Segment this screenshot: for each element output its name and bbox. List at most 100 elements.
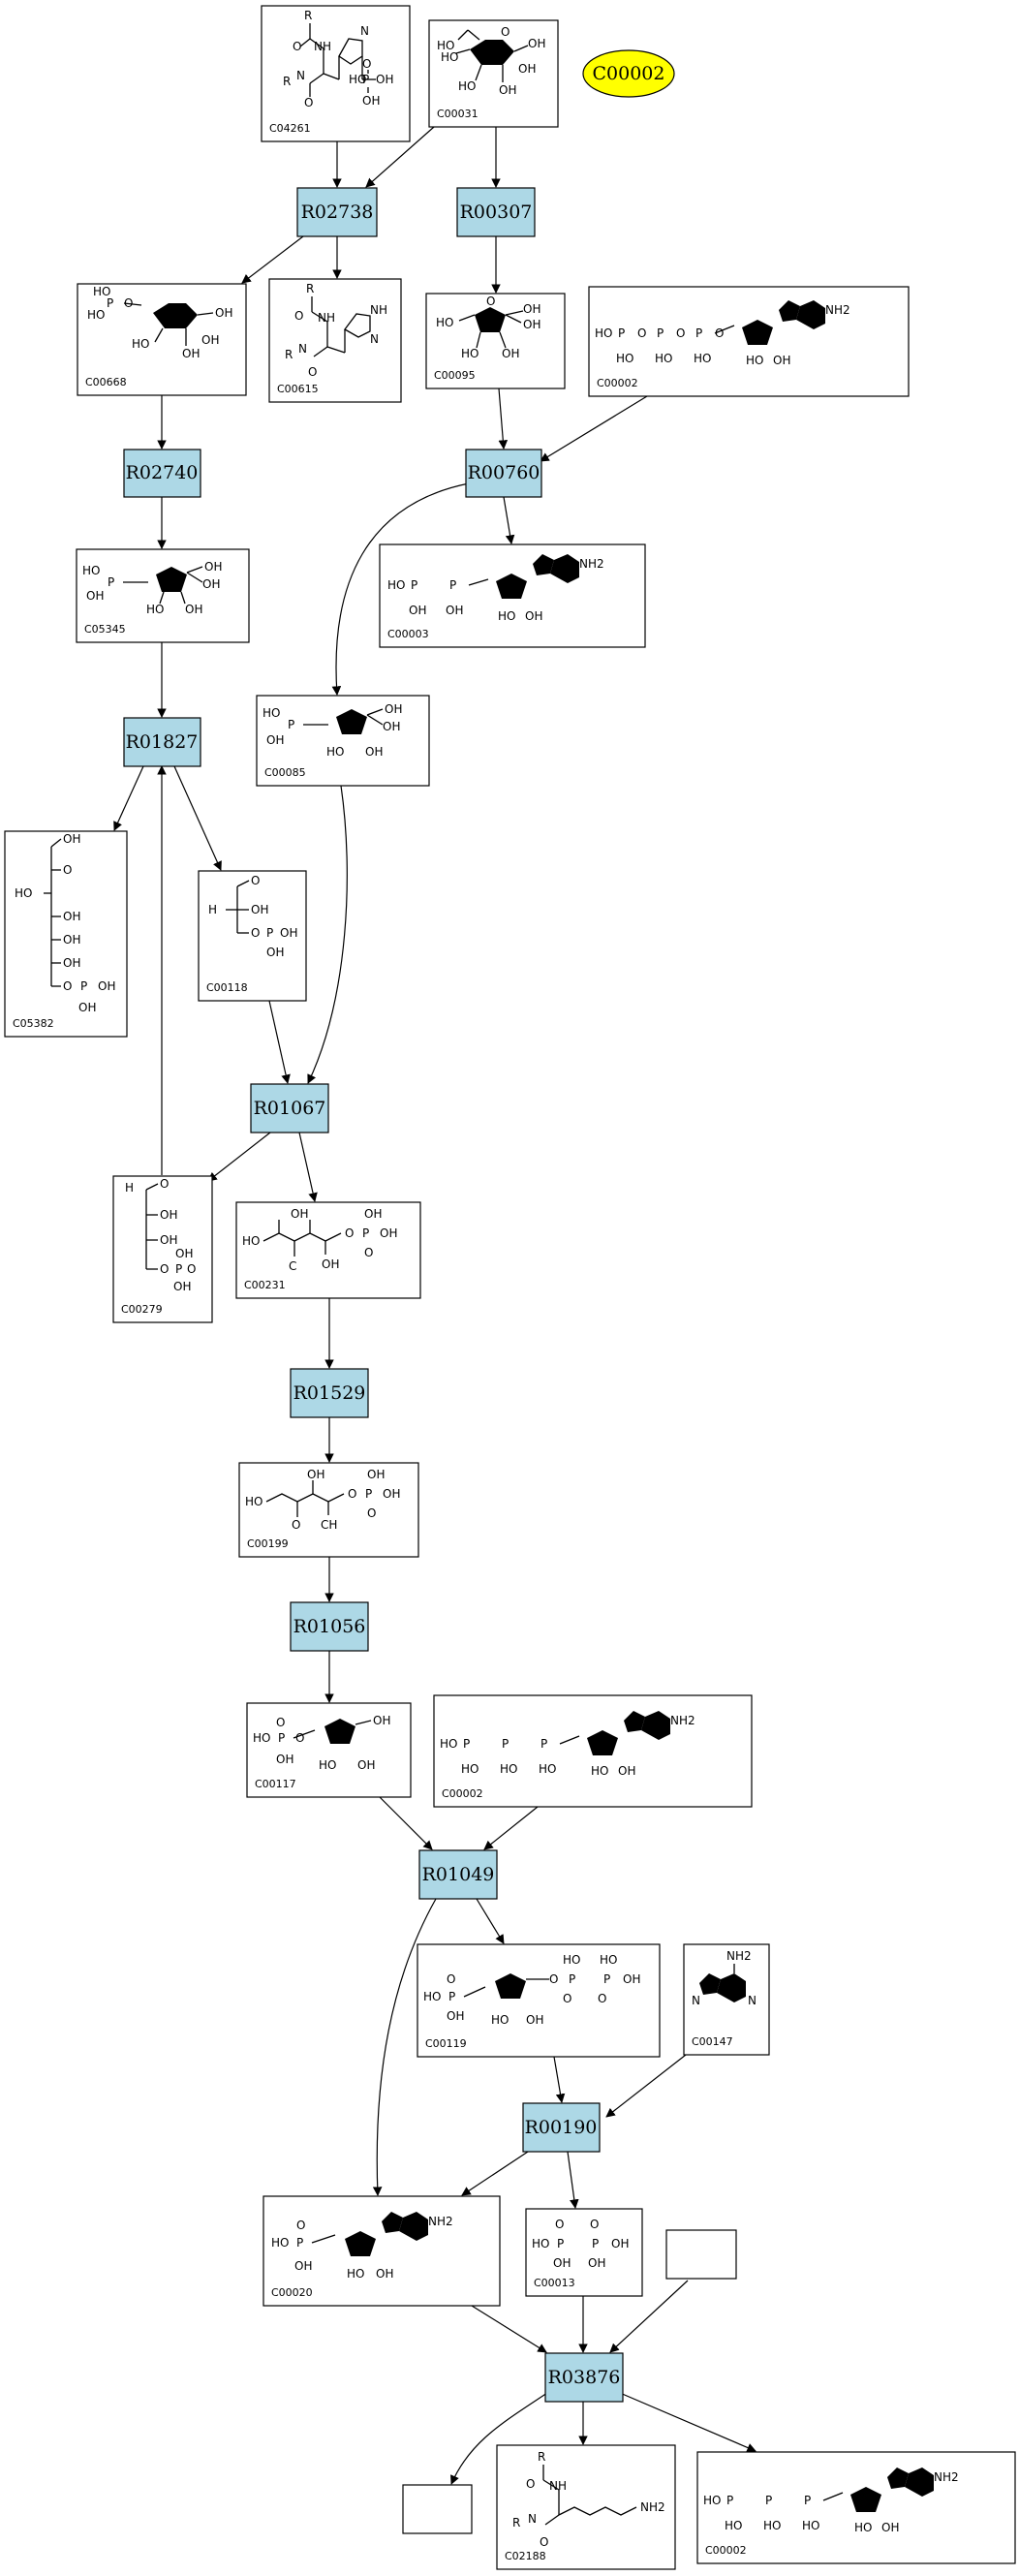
atom-label: OH: [63, 933, 80, 947]
compound-structure: HO O OH CH O P OH OH O: [245, 1468, 400, 1532]
atom-label: HO: [146, 603, 164, 616]
compound-structure: O H OH O P OH OH: [208, 874, 297, 959]
atom-label: OH: [611, 2237, 629, 2250]
atom-label: NH: [318, 311, 335, 325]
compound-id: C04261: [269, 122, 311, 135]
edge-r00190-c00013: [567, 2151, 579, 2209]
compound-c00118[interactable]: O H OH O P OH OH C00118: [198, 870, 307, 1002]
compound-id: C05382: [13, 1017, 54, 1030]
atom-label: OH: [276, 1753, 293, 1766]
reaction-r02738[interactable]: R02738: [296, 187, 378, 237]
compound-structure: HO P OH OH OH HO OH: [82, 560, 222, 616]
compound-structure: HO P P P O O O HO HO HO NH2 HO OH: [595, 300, 850, 367]
atom-label: R: [285, 348, 293, 361]
atom-label: HO: [349, 73, 366, 86]
compound-id: C00119: [425, 2037, 467, 2050]
atom-label: O: [364, 1246, 373, 1259]
reaction-r00307[interactable]: R00307: [456, 187, 536, 237]
atom-label: N: [528, 2512, 537, 2526]
compound-structure: R O NH R N O NH N: [285, 282, 387, 379]
compound-c02188[interactable]: R O NH R N O NH2 C02188: [496, 2444, 676, 2570]
reaction-r02740[interactable]: R02740: [123, 449, 201, 498]
compound-c00002-a[interactable]: HO P P P O O O HO HO HO NH2 HO OH C00002: [588, 286, 910, 397]
compound-structure: R O NH R N O NH2: [512, 2450, 665, 2549]
compound-c00020[interactable]: HO P O OH NH2 HO OH C00020: [262, 2195, 501, 2307]
compound-c05345[interactable]: HO P OH OH OH HO OH C05345: [76, 548, 250, 643]
atom-label: OH: [322, 1257, 339, 1271]
legend-compound-highlight[interactable]: C00002: [582, 49, 675, 98]
atom-label: OH: [182, 347, 200, 360]
edge-c00118-r01067: [268, 1000, 291, 1084]
compound-c00279[interactable]: H O OH OH O P O OH OH C00279: [112, 1175, 213, 1323]
reaction-r01827[interactable]: R01827: [123, 717, 201, 767]
compound-c05382[interactable]: OH O HO OH OH OH O P OH OH C05382: [4, 830, 128, 1038]
compound-c00002-b[interactable]: HO P P P HO HO HO NH2 HO OH C00002: [433, 1694, 753, 1808]
edge-r01067-c00231: [298, 1132, 318, 1202]
atom-label: O: [540, 2535, 548, 2549]
reaction-r01056[interactable]: R01056: [290, 1601, 369, 1652]
compound-c00013[interactable]: HO P P OH O O OH OH C00013: [525, 2208, 643, 2297]
reaction-r01067[interactable]: R01067: [250, 1083, 329, 1133]
compound-c00095[interactable]: O OH OH HO HO OH C00095: [425, 293, 566, 389]
atom-label: HO: [491, 2013, 509, 2027]
atom-label: O: [362, 57, 371, 71]
atom-label: HO: [461, 1762, 479, 1776]
atom-label: HO: [763, 2519, 781, 2532]
atom-label: OH: [523, 302, 540, 316]
atom-label: OH: [526, 2013, 543, 2027]
compound-blank-b[interactable]: [402, 2484, 473, 2534]
edge-r00190-c00020: [461, 2151, 529, 2196]
atom-label: HO: [616, 352, 633, 365]
atom-label: HO: [694, 352, 711, 365]
compound-id: C00003: [387, 628, 429, 640]
compound-c00031[interactable]: O OH HO HO OH OH HO C00031: [428, 19, 559, 128]
atom-label: O: [555, 2218, 564, 2231]
compound-c00119[interactable]: HO P O OH O P P OH HO HO O O HO OH C0011…: [417, 1943, 661, 2058]
edge-c00002a-r00760: [540, 395, 648, 462]
compound-c04261[interactable]: R O NH R N O N P O OH OH HO C04261: [261, 5, 411, 142]
atom-label: HO: [253, 1731, 270, 1745]
edge-c00095-r00760: [498, 388, 509, 450]
atom-label: HO: [458, 79, 476, 93]
atom-label: HO: [387, 578, 405, 592]
compound-c00668[interactable]: HO P HO O OH HO OH OH C00668: [77, 283, 247, 396]
atom-label: HO: [441, 50, 458, 64]
compound-structure: NH2 N N: [692, 1949, 757, 2007]
atom-label: P: [695, 326, 702, 340]
atom-label: O: [296, 2219, 305, 2232]
atom-label: HO: [132, 337, 149, 351]
atom-label: OH: [294, 2259, 312, 2273]
compound-c00147[interactable]: NH2 N N C00147: [683, 1943, 770, 2056]
atom-label: OH: [215, 306, 232, 320]
compound-blank-a[interactable]: [665, 2229, 737, 2280]
reaction-r00190[interactable]: R00190: [522, 2102, 601, 2153]
reaction-r00760[interactable]: R00760: [465, 449, 542, 498]
compound-c00615[interactable]: R O NH R N O NH N C00615: [268, 278, 402, 403]
compound-c00117[interactable]: HO P O O OH OH HO OH C00117: [246, 1702, 412, 1798]
compound-structure: HO P O O OH OH HO OH: [253, 1714, 390, 1772]
compound-c00003[interactable]: HO P P OH OH NH2 HO OH C00003: [379, 543, 646, 648]
atom-label: HO: [500, 1762, 517, 1776]
compound-id: C00668: [85, 376, 127, 388]
compound-id: C00117: [255, 1778, 296, 1790]
atom-label: P: [502, 1737, 509, 1751]
atom-label: P: [107, 296, 113, 310]
compound-c00002-c[interactable]: HO P P P HO HO HO NH2 HO OH C00002: [696, 2451, 1016, 2564]
compound-c00085[interactable]: HO P OH OH OH HO OH C00085: [256, 695, 430, 787]
atom-label: OH: [373, 1714, 390, 1727]
atom-label: N: [748, 1994, 757, 2007]
atom-label: O: [276, 1716, 285, 1729]
compound-c00231[interactable]: HO OH C OH O P OH OH O C00231: [235, 1201, 421, 1299]
atom-label: HO: [423, 1990, 441, 2003]
reaction-r01529[interactable]: R01529: [290, 1368, 369, 1418]
reaction-r03876[interactable]: R03876: [544, 2352, 624, 2403]
reaction-r01049[interactable]: R01049: [418, 1849, 498, 1900]
compound-structure: HO P OH OH OH HO OH: [262, 702, 402, 759]
atom-label: P: [362, 73, 369, 86]
atom-label: OH: [365, 745, 383, 759]
edge-c00031-r02738: [365, 126, 435, 188]
compound-c00199[interactable]: HO O OH CH O P OH OH O C00199: [238, 1462, 419, 1558]
compound-id: C02188: [505, 2550, 546, 2562]
atom-label: H: [208, 903, 217, 916]
atom-label: OH: [364, 1207, 382, 1221]
